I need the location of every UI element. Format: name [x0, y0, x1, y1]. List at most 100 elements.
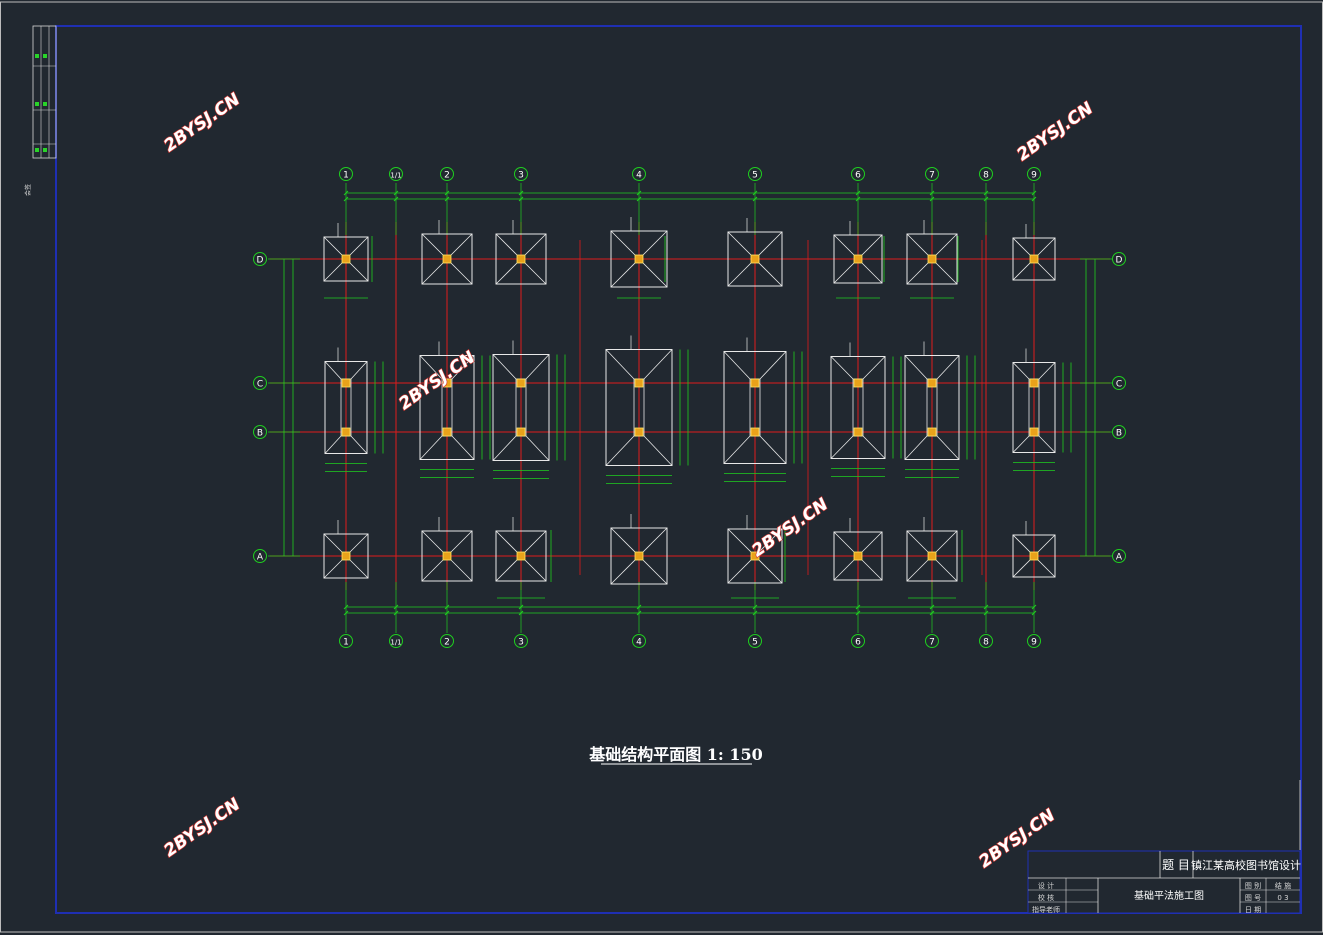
axis-bubble-right-A-text: A	[1116, 553, 1123, 563]
dimension-tick	[444, 196, 450, 202]
footing-D-6-column	[853, 254, 863, 264]
axis-bubble-top-8: 8	[979, 167, 993, 181]
dimension-tick	[752, 604, 758, 610]
axis-bubble-top-5-circle	[748, 167, 762, 181]
dimension-tick	[393, 610, 399, 616]
watermark-text: 2BYSJ.CN	[748, 495, 831, 562]
footing-CB-4	[605, 335, 689, 484]
footing-CB-9-diag	[1012, 362, 1030, 380]
axis-bubble-top-4: 4	[632, 167, 646, 181]
footing-A-6	[833, 518, 883, 581]
left-strip-label: 会签	[24, 184, 32, 196]
axis-bubble-left-A-text: A	[257, 553, 264, 563]
axis-bubble-bottom-7: 7	[925, 634, 939, 648]
watermark-text: 2BYSJ.CN	[1013, 99, 1096, 166]
footing-CB-7-diag	[936, 355, 960, 380]
axis-bubble-bottom-4-text: 4	[636, 638, 642, 648]
dimension-tick	[983, 196, 989, 202]
axis-bubble-right-C-text: C	[1116, 380, 1122, 390]
axis-bubble-bottom-5: 5	[748, 634, 762, 648]
dimension-tick	[636, 610, 642, 616]
dimension-tick	[752, 196, 758, 202]
dimension-tick	[855, 196, 861, 202]
dimension-tick	[983, 610, 989, 616]
footing-CB-4-outline	[605, 349, 673, 466]
footing-D-2	[421, 220, 473, 285]
footing-CB-1-column	[341, 427, 351, 437]
footing-CB-1	[324, 347, 384, 472]
title-block-number-label: 图 号	[1245, 894, 1261, 902]
axis-bubble-bottom-9: 9	[1027, 634, 1041, 648]
footing-D-6-outline	[833, 234, 883, 284]
footing-CB-2-column	[442, 378, 452, 388]
axis-bubble-top-5-text: 5	[752, 171, 758, 181]
dimension-tick	[343, 196, 349, 202]
axis-bubble-top-1/1-circle	[389, 167, 403, 181]
footing-D-5	[727, 218, 783, 287]
footing-CB-9-outline	[1012, 362, 1056, 453]
footing-D-3	[495, 220, 547, 285]
footing-D-5-column	[750, 254, 760, 264]
footing-CB-3-diag	[492, 435, 517, 461]
footing-A-1-column	[341, 551, 351, 561]
footing-CB-5-diag	[723, 435, 751, 464]
axis-bubble-bottom-4-circle	[632, 634, 646, 648]
footing-CB-7-column	[927, 378, 937, 388]
footing-CB-7-column	[927, 427, 937, 437]
footing-CB-9	[1012, 348, 1072, 471]
dimension-tick	[518, 610, 524, 616]
footing-CB-6-diag	[862, 435, 886, 459]
footing-CB-1-diag	[350, 361, 368, 380]
axis-bubble-right-D: D	[1112, 252, 1126, 266]
dimension-tick	[855, 190, 861, 196]
footing-CB-4-diag	[643, 435, 673, 466]
axis-bubble-bottom-2-text: 2	[444, 638, 450, 648]
footing-A-5-outline	[727, 528, 783, 584]
footing-CB-2-diag	[451, 355, 475, 380]
axis-bubble-left-D-text: D	[257, 256, 264, 266]
axis-bubble-bottom-2-circle	[440, 634, 454, 648]
footing-D-9-column	[1029, 254, 1039, 264]
dimension-tick	[1031, 610, 1037, 616]
footing-D-7-column	[927, 254, 937, 264]
axis-bubble-top-8-text: 8	[983, 171, 989, 181]
axis-bubble-top-4-text: 4	[636, 171, 642, 181]
axis-bubble-bottom-9-circle	[1027, 634, 1041, 648]
footing-D-2-column	[442, 254, 452, 264]
footing-A-3	[495, 517, 547, 582]
footing-CB-4-diag	[605, 435, 635, 466]
footing-CB-5-outline	[723, 351, 787, 464]
axis-bubble-right-A-circle	[1112, 549, 1126, 563]
axis-bubble-bottom-3-circle	[514, 634, 528, 648]
footing-CB-7-outline	[904, 355, 960, 460]
title-block-type-label: 图 别	[1245, 881, 1261, 890]
footing-CB-6-column	[853, 378, 863, 388]
footing-dimension-marks	[324, 236, 963, 599]
footing-CB-5-diag	[759, 435, 787, 464]
dimension-tick	[1031, 190, 1037, 196]
footing-CB-5-column	[750, 378, 760, 388]
footing-CB-7-diag	[904, 435, 928, 460]
axis-bubble-left-C: C	[253, 376, 267, 390]
title-block-project-name: 镇江某高校图书馆设计	[1191, 858, 1301, 872]
footing-A-7	[906, 517, 958, 582]
dimension-tick	[393, 604, 399, 610]
axis-bubble-top-4-circle	[632, 167, 646, 181]
dimension-tick	[636, 196, 642, 202]
footing-D-4	[610, 217, 668, 288]
footing-D-1	[323, 223, 369, 282]
axis-bubble-right-B-circle	[1112, 425, 1126, 439]
dimension-tick	[518, 196, 524, 202]
axis-bubble-bottom-3: 3	[514, 634, 528, 648]
footing-D-2-outline	[421, 233, 473, 285]
axis-bubble-top-7-text: 7	[929, 171, 935, 181]
footing-CB-9-diag	[1012, 435, 1030, 453]
axis-bubble-left-A-circle	[253, 549, 267, 563]
footing-CB-3	[492, 340, 566, 479]
watermark-text: 2BYSJ.CN	[395, 348, 478, 415]
footing-CB-4-diag	[605, 349, 635, 380]
drawing-title: 基础结构平面图 1: 150	[588, 745, 763, 764]
footing-A-3-column	[516, 551, 526, 561]
footing-CB-3-diag	[492, 354, 517, 380]
